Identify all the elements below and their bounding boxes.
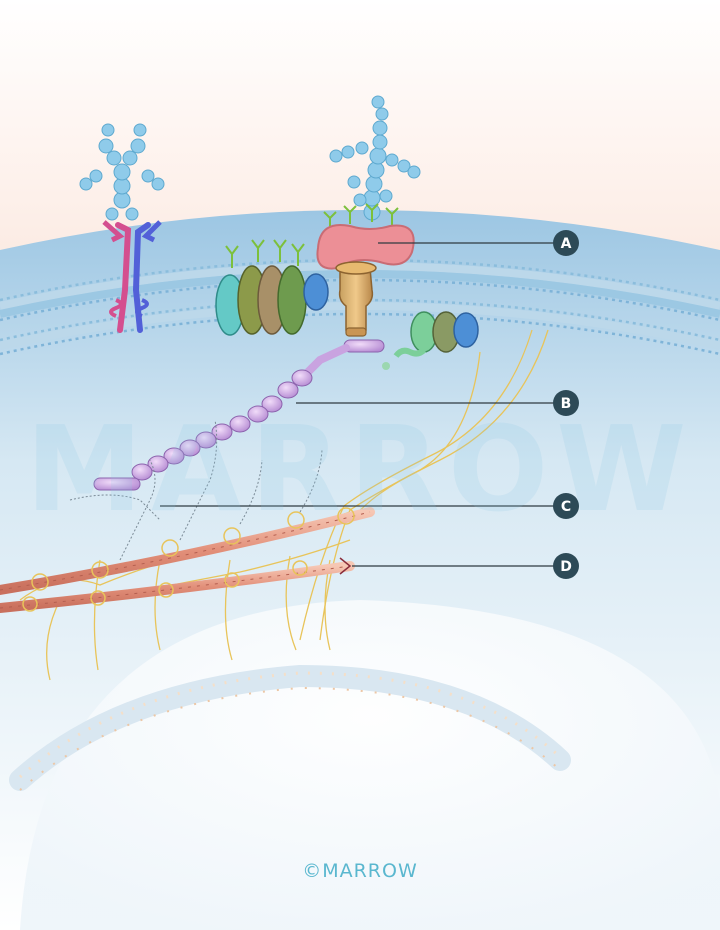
leader-lines xyxy=(160,242,554,567)
copyright-text: ©MARROW xyxy=(302,860,418,882)
dystrophin-bead xyxy=(247,405,269,423)
label-c: C xyxy=(553,493,579,519)
label-d: D xyxy=(553,553,579,579)
dystrophin-bead xyxy=(261,395,283,413)
glycan-branches xyxy=(225,203,399,268)
dystrophin-linker xyxy=(302,344,350,378)
dystrophin-bead xyxy=(211,423,233,441)
nuclear-envelope xyxy=(9,664,571,791)
dystrophin-bead xyxy=(291,369,313,387)
laminin-center xyxy=(329,95,421,221)
dystrophin xyxy=(93,339,385,491)
dystrophin-bead xyxy=(277,381,299,399)
svg-text:C: C xyxy=(561,499,571,515)
dystrophin-bead xyxy=(229,415,251,433)
beta-dystroglycan xyxy=(335,261,377,337)
dystrophin-end xyxy=(343,339,385,353)
dystrophin-bead xyxy=(195,431,217,449)
label-b: B xyxy=(553,390,579,416)
tether-strands xyxy=(69,419,323,561)
dystrophin-bead xyxy=(163,447,185,465)
dystrophin-bead xyxy=(131,463,153,481)
syntrophin-complex xyxy=(382,311,479,370)
svg-text:D: D xyxy=(560,559,572,575)
laminin-left xyxy=(79,123,165,221)
integrin-receptor xyxy=(102,220,162,333)
svg-text:A: A xyxy=(561,236,572,252)
filament-crosslinks xyxy=(22,507,355,612)
label-a: A xyxy=(553,230,579,256)
sarcoglycan-complex xyxy=(215,265,329,336)
dystrophin-bead xyxy=(179,439,201,457)
dystrophin-tail xyxy=(93,477,141,491)
svg-text:B: B xyxy=(561,396,572,412)
